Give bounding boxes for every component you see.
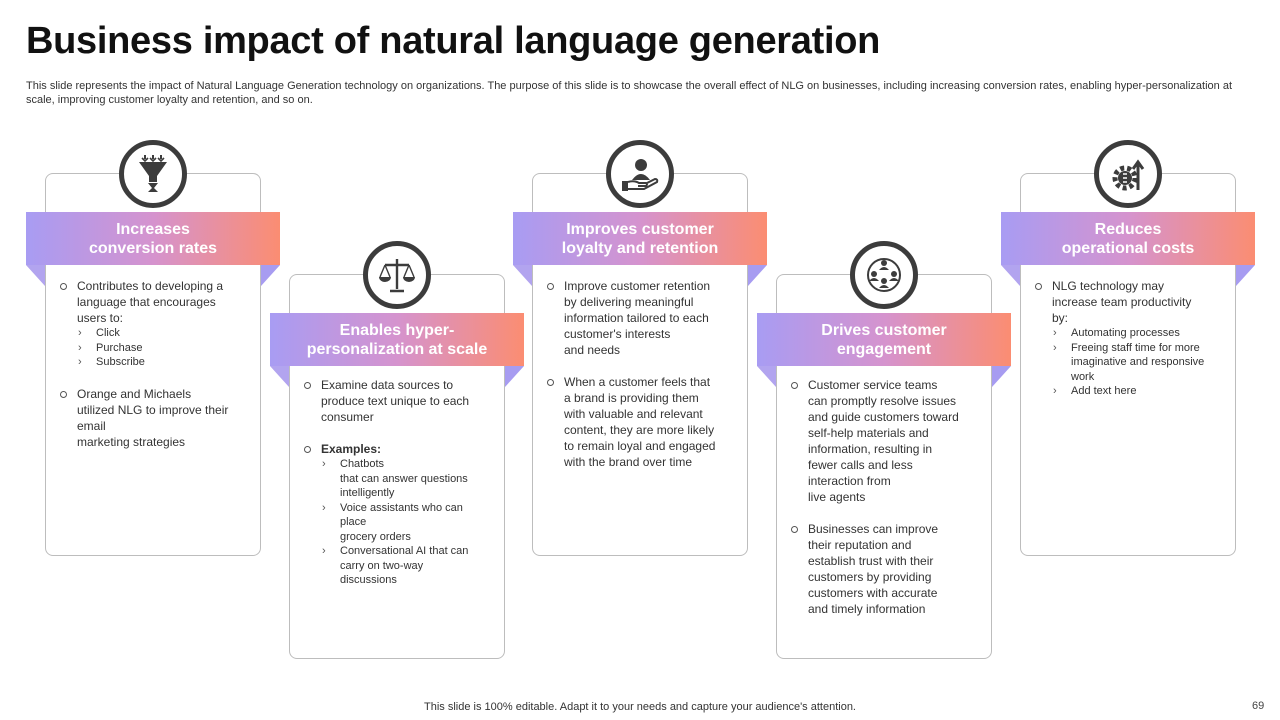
sub-item: Conversational AI that can carry on two-… — [321, 544, 489, 588]
card-title: Improves customer loyalty and retention — [561, 220, 719, 257]
card-title: Reduces operational costs — [1061, 220, 1195, 257]
people-network-icon — [850, 241, 918, 309]
bullet-item: When a customer feels that a brand is pr… — [546, 374, 732, 470]
sub-item: Purchase — [77, 341, 245, 356]
sub-item: Freeing staff time for more imaginative … — [1052, 341, 1220, 385]
bullet-item: Examine data sources to produce text uni… — [303, 377, 489, 425]
sub-item: Add text here — [1052, 384, 1220, 399]
card-content: Improve customer retention by delivering… — [546, 278, 732, 486]
sub-list: Click Purchase Subscribe — [77, 326, 245, 370]
card-banner: Increases conversion rates — [26, 212, 280, 265]
banner-fold-right — [748, 265, 767, 286]
slide-title: Business impact of natural language gene… — [26, 20, 881, 62]
card-title: Enables hyper- personalization at scale — [306, 321, 488, 358]
bullet-item: Contributes to developing a language tha… — [59, 278, 245, 370]
bullet-text: NLG technology may increase team product… — [1052, 279, 1192, 325]
sub-list: Chatbots that can answer questions intel… — [321, 457, 489, 588]
card-content: Contributes to developing a language tha… — [59, 278, 245, 466]
bullet-text: Improve customer retention by delivering… — [564, 279, 711, 357]
page-number: 69 — [1252, 700, 1265, 712]
sub-item: Subscribe — [77, 355, 245, 370]
banner-fold-right — [261, 265, 280, 286]
bullet-item: Orange and Michaels utilized NLG to impr… — [59, 386, 245, 450]
sub-item: Voice assistants who can place grocery o… — [321, 501, 489, 545]
bullet-text: When a customer feels that a brand is pr… — [564, 375, 716, 469]
banner-fold-left — [513, 265, 532, 286]
slide-description: This slide represents the impact of Natu… — [26, 80, 1233, 106]
card-content: Customer service teams can promptly reso… — [790, 377, 976, 633]
card-banner: Drives customer engagement — [757, 313, 1011, 366]
sub-list: Automating processes Freeing staff time … — [1052, 326, 1220, 399]
banner-fold-left — [1001, 265, 1020, 286]
banner-fold-left — [270, 366, 289, 387]
bullet-text: Orange and Michaels utilized NLG to impr… — [77, 386, 229, 449]
card-title: Increases conversion rates — [88, 220, 218, 257]
card-content: NLG technology may increase team product… — [1034, 278, 1220, 415]
bullet-text: Contributes to developing a language tha… — [77, 279, 224, 325]
banner-fold-right — [992, 366, 1011, 387]
bullet-item: Examples: Chatbots that can answer quest… — [303, 441, 489, 588]
card-title: Drives customer engagement — [821, 321, 947, 358]
card-banner: Enables hyper- personalization at scale — [270, 313, 524, 366]
bullet-text: Businesses can improve their reputation … — [808, 522, 939, 616]
bullet-item: NLG technology may increase team product… — [1034, 278, 1220, 399]
bullet-item: Businesses can improve their reputation … — [790, 521, 976, 617]
gear-money-growth-icon — [1094, 140, 1162, 208]
slide-footer: This slide is 100% editable. Adapt it to… — [424, 701, 856, 713]
sub-item: Chatbots that can answer questions intel… — [321, 457, 489, 501]
bullet-item: Customer service teams can promptly reso… — [790, 377, 976, 505]
sub-item: Automating processes — [1052, 326, 1220, 341]
sub-item: Click — [77, 326, 245, 341]
banner-fold-right — [505, 366, 524, 387]
banner-fold-left — [757, 366, 776, 387]
card-banner: Improves customer loyalty and retention — [513, 212, 767, 265]
hand-user-icon — [606, 140, 674, 208]
card-content: Examine data sources to produce text uni… — [303, 377, 489, 604]
bullet-item: Improve customer retention by delivering… — [546, 278, 732, 358]
banner-fold-right — [1236, 265, 1255, 286]
card-banner: Reduces operational costs — [1001, 212, 1255, 265]
bullet-text: Customer service teams can promptly reso… — [808, 378, 959, 504]
bullet-text: Examine data sources to produce text uni… — [321, 378, 470, 424]
balance-scale-icon — [363, 241, 431, 309]
banner-fold-left — [26, 265, 45, 286]
funnel-hourglass-icon — [119, 140, 187, 208]
bullet-text: Examples: — [321, 442, 382, 456]
